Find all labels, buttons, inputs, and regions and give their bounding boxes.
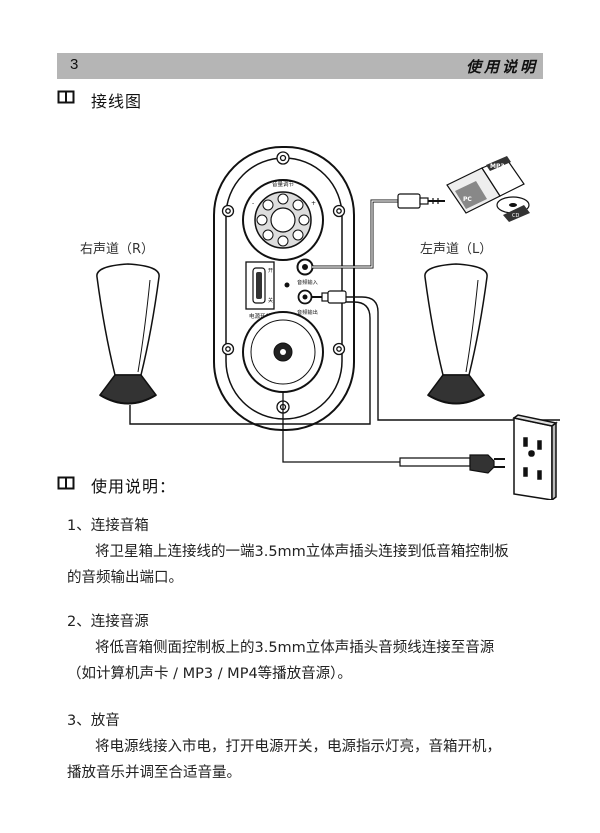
right-satellite-speaker: [96, 263, 160, 405]
power-cable: [282, 392, 400, 463]
device-mp3-label: MP3: [490, 163, 505, 170]
audio-input-label: 音频输入: [297, 278, 318, 286]
power-switch: 开 关 电源开关: [245, 261, 275, 320]
step-text-line: 将卫星箱上连接线的一端3.5mm立体声插头连接到低音箱控制板: [95, 544, 509, 560]
volume-knob: 音量调节 - +: [242, 179, 324, 261]
step-text-line: （如计算机声卡 / MP3 / MP4等播放音源）。: [67, 666, 352, 682]
audio-output-jack: 音频输出: [297, 289, 318, 316]
device-cd-label: CD: [512, 213, 519, 219]
left-satellite-speaker: [424, 263, 488, 405]
subwoofer-screws: [221, 151, 346, 414]
usage-section-title: 使用说明：: [91, 477, 177, 496]
svg-text:-: -: [252, 200, 254, 207]
step-text-line: 将低音箱侧面控制板上的3.5mm立体声插头音频线连接至音源: [95, 640, 495, 656]
wall-outlet: [512, 414, 558, 500]
output-plug: [312, 290, 347, 304]
audio-source-devices: PC MP3 CD: [446, 156, 530, 222]
step-heading: 2、连接音源: [67, 614, 149, 630]
book-icon: [57, 90, 75, 104]
step-text-line: 的音频输出端口。: [67, 570, 183, 586]
right-channel-label: 右声道（R）: [80, 242, 154, 257]
step-3: 3、放音 将电源线接入市电，打开电源开关，电源指示灯亮，音箱开机， 播放音乐并调…: [67, 708, 501, 786]
page-number: 3: [70, 56, 79, 73]
step-heading: 3、放音: [67, 713, 120, 729]
step-text-line: 播放音乐并调至合适音量。: [67, 765, 241, 781]
power-indicator: [284, 282, 290, 288]
device-pc-label: PC: [463, 196, 472, 203]
satellite-cable-right: [129, 301, 371, 425]
switch-on-label: 开: [268, 268, 273, 274]
power-plug: [469, 454, 505, 474]
header-bar: [57, 53, 543, 79]
step-text-line: 将电源线接入市电，打开电源开关，电源指示灯亮，音箱开机，: [95, 739, 501, 755]
header-title: 使用说明: [465, 58, 538, 76]
satellite-cable-left: [346, 296, 560, 421]
book-icon-usage: [57, 476, 75, 490]
step-heading: 1、连接音箱: [67, 518, 149, 534]
switch-off-label: 关: [268, 297, 273, 304]
step-2: 2、连接音源 将低音箱侧面控制板上的3.5mm立体声插头音频线连接至音源 （如计…: [67, 609, 494, 687]
wiring-section-title: 接线图: [91, 92, 143, 111]
step-1: 1、连接音箱 将卫星箱上连接线的一端3.5mm立体声插头连接到低音箱控制板 的音…: [67, 513, 509, 591]
left-channel-label: 左声道（L）: [420, 242, 492, 257]
volume-label: 音量调节: [272, 180, 295, 188]
audio-input-jack: 音频输入: [296, 258, 318, 286]
input-plug: [397, 193, 445, 209]
wiring-diagram: 音量调节 - + 开 关 电源开关 音频输入 音频输出: [80, 146, 560, 500]
power-switch-label: 电源开关: [249, 312, 272, 320]
audio-output-label: 音频输出: [297, 308, 318, 316]
svg-text:+: +: [311, 200, 316, 207]
woofer: [242, 311, 324, 393]
